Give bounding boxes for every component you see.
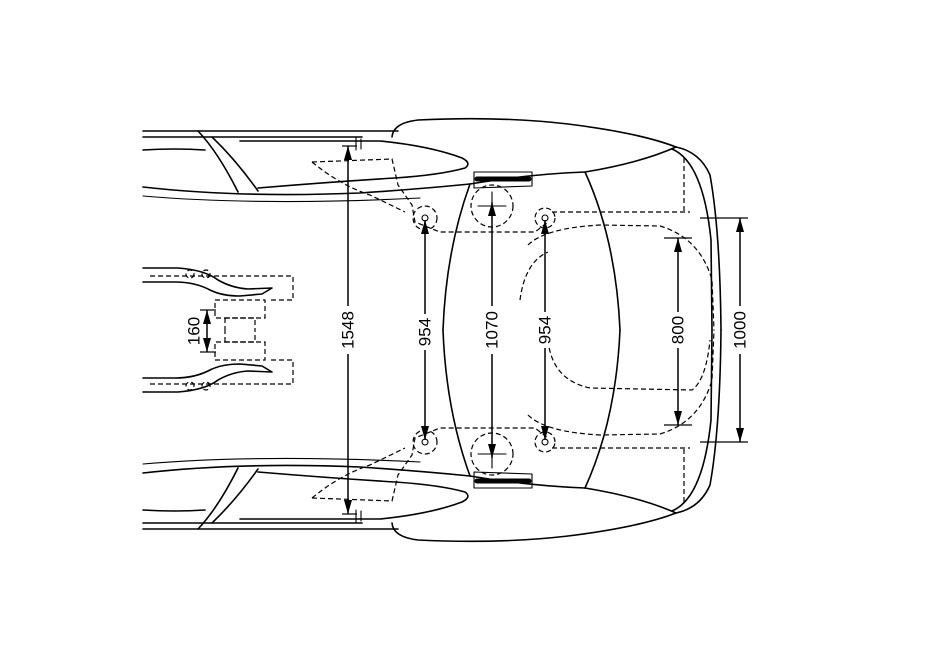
chassis-mount-b-icon [201,269,211,279]
wheel-mark [355,136,362,151]
dimension-800: 800 [664,237,692,426]
dimension-800-label-group: 800 [668,312,688,348]
dimension-954-left-label-group: 954 [415,314,435,350]
dimension-1070: 1070 [482,202,502,458]
chassis-box-mid [224,317,256,330]
hood-side-seam [442,183,471,331]
engine-block-outline [547,339,711,391]
front-right-hub-icon [534,207,556,229]
dimension-1070-label: 1070 [483,311,502,349]
dimension-954-left-label: 954 [416,318,435,346]
dimension-1548: 1548 [338,145,358,515]
dimension-954-left: 954 [415,220,435,440]
dimension-1548-label-gap [338,306,358,354]
dimension-1548-label-group: 1548 [338,306,358,354]
dimension-954-right-label-group: 954 [535,312,555,348]
dimension-954-right-label-gap [535,312,555,348]
headlamp-outline [473,171,533,189]
suspension-arm [311,161,406,213]
dimension-954-left-label-gap [415,314,435,350]
dimension-1000-label-group: 1000 [730,306,750,354]
dimension-954-right: 954 [535,220,555,440]
bumper-inner-line [671,148,713,331]
body-side-lower-line [142,195,421,203]
dimension-160-label: 160 [185,317,204,345]
dimension-954-right-label: 954 [536,316,555,344]
dimension-1000-label-gap [730,306,750,354]
dimension-1000-label: 1000 [731,311,750,349]
engine-side-outline [519,251,549,301]
chassis-box-upper [214,299,266,319]
dimension-1070-label-gap [482,306,502,354]
chassis-mount-a-icon [185,269,195,279]
windshield-pillar-outer [197,130,239,193]
dimension-160: 160 [185,309,216,353]
door-top-line [142,148,206,151]
hood-front-seam [584,171,621,331]
dimension-1070-label-group: 1070 [482,306,502,354]
dimension-1548-label: 1548 [339,311,358,349]
dimension-1000: 1000 [700,217,750,443]
dimension-800-label: 800 [669,316,688,344]
hood-outline [391,117,722,331]
chassis-hidden-outline [150,275,294,301]
dimension-160-label-group: 160 [185,317,204,345]
windshield-pillar-inner [211,136,259,192]
dimension-800-label-gap [668,312,688,348]
chassis-rail [142,267,273,297]
